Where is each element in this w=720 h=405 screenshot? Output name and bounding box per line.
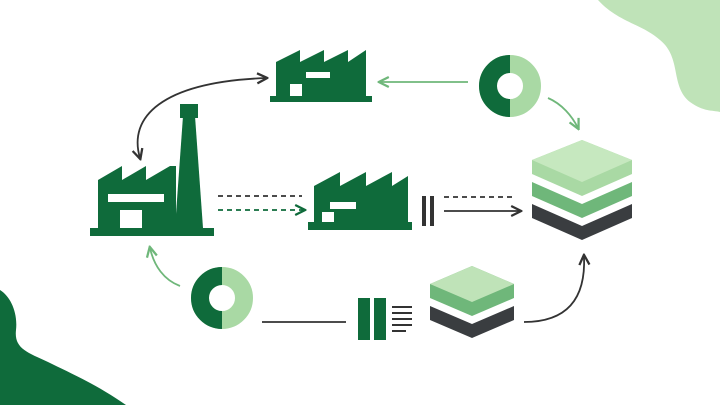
filter-separator-icon bbox=[358, 298, 412, 340]
factory-with-chimney-icon bbox=[90, 104, 214, 236]
layer-stack-icon-small bbox=[430, 266, 514, 338]
connectors bbox=[138, 78, 585, 323]
top-right-blob bbox=[598, 0, 720, 112]
main-to-top-factory-arrow bbox=[138, 78, 266, 158]
layer-stack-icon-large bbox=[532, 140, 632, 240]
middle-factory-icon bbox=[308, 172, 412, 230]
ring-to-stack-arrow bbox=[547, 97, 578, 128]
ring-to-main-factory-arrow bbox=[150, 248, 181, 287]
small-stack-to-large-stack-arrow bbox=[523, 256, 584, 323]
bottom-left-blob bbox=[0, 290, 126, 405]
top-factory-icon bbox=[270, 50, 372, 102]
filter-bars-icon bbox=[422, 196, 434, 226]
donut-chart-icon-top bbox=[479, 55, 541, 117]
donut-chart-icon-bottom bbox=[191, 267, 253, 329]
